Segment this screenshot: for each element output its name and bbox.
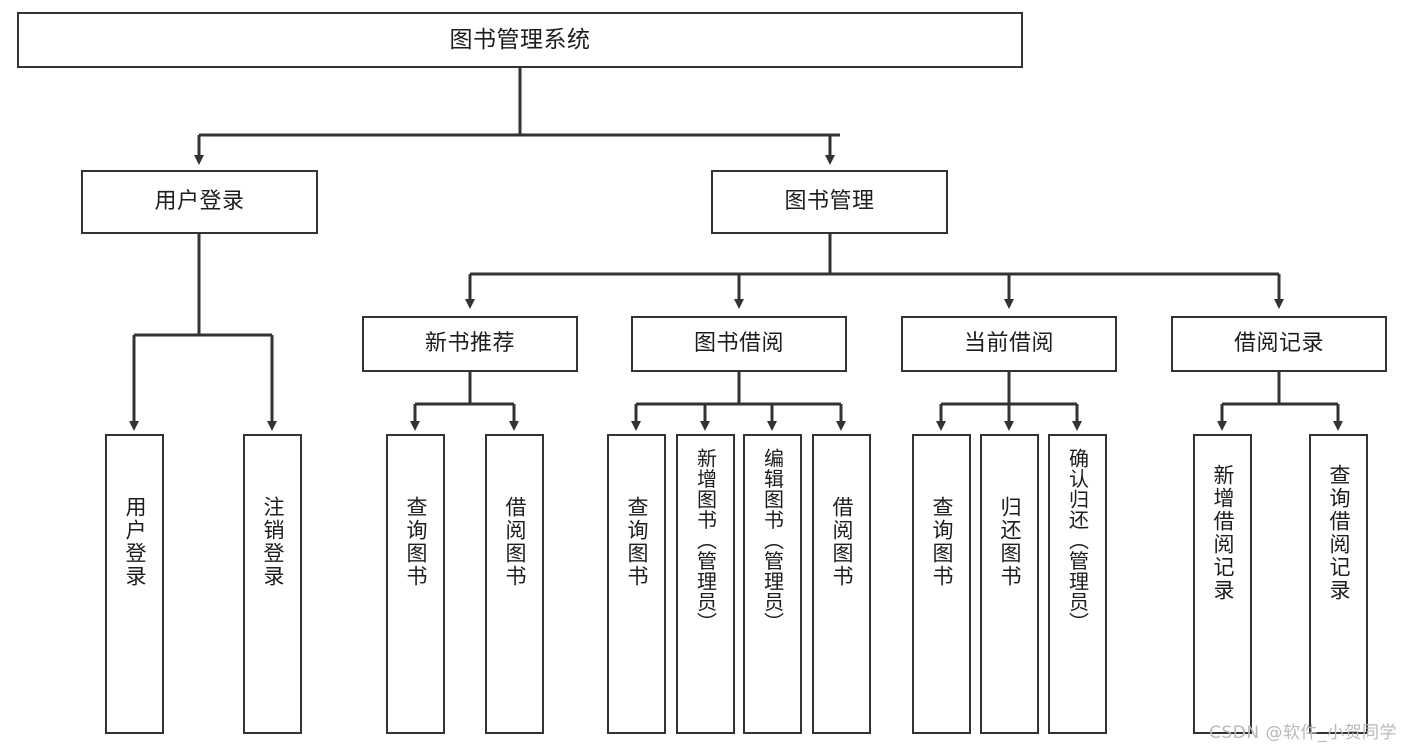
node-label: 当前借阅 [963, 331, 1054, 356]
node-label: 图书管理系统 [449, 26, 591, 53]
node-label: 新书推荐 [424, 331, 515, 356]
node-book-management[interactable]: 图书管理 [711, 170, 948, 234]
leaf-current-return-book[interactable]: 归还图书 [980, 434, 1039, 734]
leaf-record-add-record[interactable]: 新增借阅记录 [1193, 434, 1252, 734]
node-label: 借阅记录 [1233, 331, 1324, 356]
node-label: 图书借阅 [693, 331, 784, 356]
node-label: 确认归还（管理员） [1065, 448, 1090, 633]
node-label: 借阅图书 [503, 496, 527, 588]
leaf-record-query-record[interactable]: 查询借阅记录 [1309, 434, 1368, 734]
node-label: 新增借阅记录 [1211, 464, 1235, 602]
node-label: 查询图书 [930, 496, 954, 588]
leaf-borrow-query-book[interactable]: 查询图书 [607, 434, 666, 734]
leaf-recommend-borrow-book[interactable]: 借阅图书 [485, 434, 544, 734]
node-label: 用户登录 [154, 189, 245, 214]
node-label: 注销登录 [261, 496, 285, 588]
node-label: 编辑图书（管理员） [760, 448, 785, 633]
node-label: 借阅图书 [830, 496, 854, 588]
node-label: 查询图书 [625, 496, 649, 588]
node-root-system[interactable]: 图书管理系统 [17, 12, 1023, 68]
node-label: 新增图书（管理员） [693, 448, 718, 633]
leaf-current-confirm-return-admin[interactable]: 确认归还（管理员） [1048, 434, 1107, 734]
node-borrow-record[interactable]: 借阅记录 [1171, 316, 1387, 372]
node-label: 用户登录 [123, 496, 147, 588]
csdn-watermark: CSDN @软件_小贺同学 [1209, 723, 1397, 743]
leaf-borrow-add-book-admin[interactable]: 新增图书（管理员） [676, 434, 735, 734]
node-label: 查询图书 [404, 496, 428, 588]
node-user-login[interactable]: 用户登录 [81, 170, 318, 234]
leaf-user-logout[interactable]: 注销登录 [243, 434, 302, 734]
leaf-borrow-borrow-book[interactable]: 借阅图书 [812, 434, 871, 734]
node-book-borrow[interactable]: 图书借阅 [631, 316, 847, 372]
leaf-recommend-query-book[interactable]: 查询图书 [386, 434, 445, 734]
leaf-user-login[interactable]: 用户登录 [105, 434, 164, 734]
node-label: 图书管理 [784, 189, 875, 214]
leaf-current-query-book[interactable]: 查询图书 [912, 434, 971, 734]
node-label: 查询借阅记录 [1327, 464, 1351, 602]
leaf-borrow-edit-book-admin[interactable]: 编辑图书（管理员） [743, 434, 802, 734]
node-current-borrow[interactable]: 当前借阅 [901, 316, 1117, 372]
node-label: 归还图书 [998, 496, 1022, 588]
node-new-book-recommend[interactable]: 新书推荐 [362, 316, 578, 372]
